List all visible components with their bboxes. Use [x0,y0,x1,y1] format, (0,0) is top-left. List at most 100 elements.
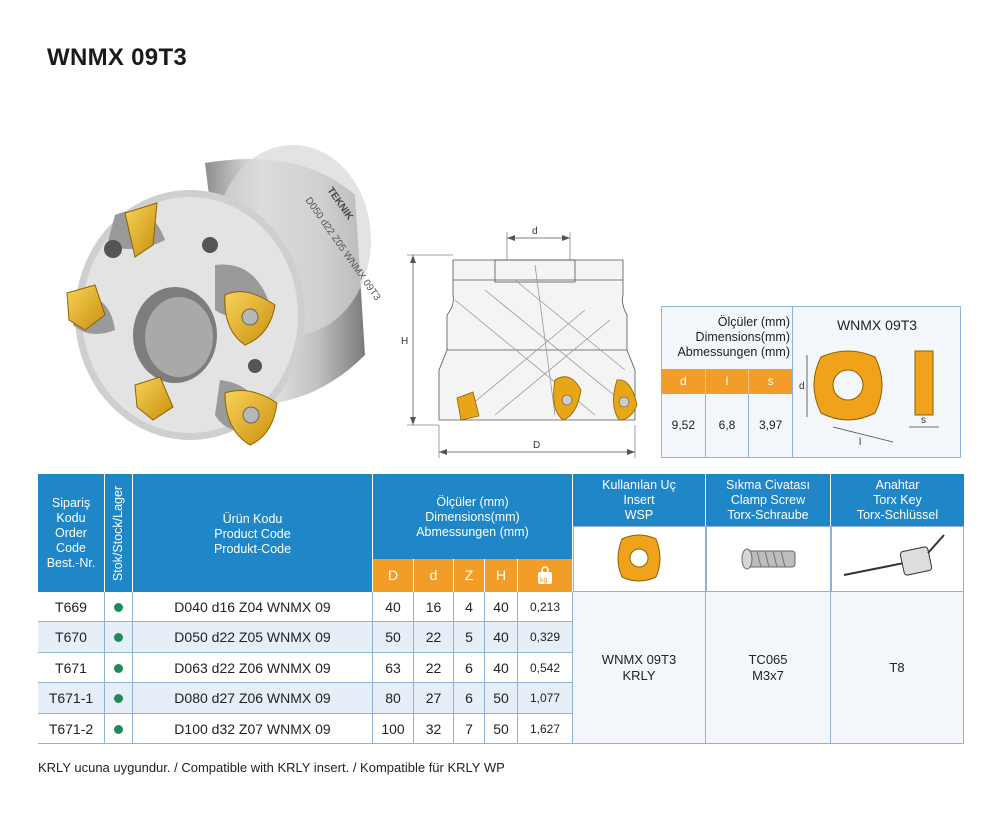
in-stock-dot-icon [114,694,123,704]
header-screw-line: Sıkma Civatası [725,478,811,492]
weight-icon: kg [538,566,552,585]
product-photo: D050 d22 Z05 WNMX 09T3 TEKNIK [66,145,383,446]
in-stock-dot-icon [114,663,123,673]
header-order-code-line: Best.-Nr. [46,556,96,570]
dimension-value-row: 9,52 6,8 3,97 [662,394,792,457]
dimension-header-tr: Ölçüler (mm) [717,315,790,329]
dim-col-l: l [706,369,750,394]
header-order-code-line: Kodu [56,511,86,525]
insert-dimension-box: Ölçüler (mm) Dimensions(mm) Abmessungen … [661,306,961,458]
header-insert-line: WSP [624,508,654,522]
header-insert-line: Insert [623,493,655,507]
drawing-label-D: D [533,440,540,451]
footnote: KRLY ucuna uygundur. / Compatible with K… [38,760,505,775]
in-stock-dot-icon [114,633,123,643]
header-order-code-line: Code [56,541,86,555]
insert-value-line: KRLY [622,667,656,683]
insert-label-d: d [799,381,805,392]
cell-z: 4 [454,592,485,623]
cell-z: 6 [454,683,485,714]
stock-indicator [105,622,133,653]
cell-order: T671 [38,652,105,684]
header-screw: Sıkma Civatası Clamp Screw Torx-Schraube [706,474,831,526]
header-insert: Kullanılan Uç Insert WSP [573,474,706,526]
dim-value-d: 9,52 [662,394,706,457]
dimension-header: Ölçüler (mm) Dimensions(mm) Abmessungen … [659,315,790,360]
stock-indicator [105,652,133,684]
dim-value-l: 6,8 [706,394,750,457]
cell-kg: 0,213 [518,592,573,623]
header-col-weight: kg [518,559,573,592]
insert-value-cell: WNMX 09T3 KRLY [573,592,706,744]
header-stock-text: Stok/Stock/Lager [111,485,126,581]
cell-z: 6 [454,652,485,684]
header-order-code: Sipariş Kodu Order Code Best.-Nr. [38,474,105,592]
insert-title: WNMX 09T3 [836,317,918,333]
stock-indicator [105,683,133,714]
cell-kg: 0,542 [518,652,573,684]
cell-h: 50 [485,683,518,714]
cell-h: 40 [485,652,518,684]
screw-image [706,526,831,592]
header-product-code-line: Ürün Kodu [222,512,283,526]
screw-value-line: M3x7 [752,667,784,683]
technical-drawing: d H D [401,226,638,458]
screw-value-cell: TC065 M3x7 [706,592,831,744]
dimension-column-headers: d l s [662,369,792,394]
header-product-code-line: Product Code [214,527,291,541]
cell-d: 100 [373,713,414,744]
stock-indicator [105,713,133,744]
cell-d: 63 [373,652,414,684]
drawing-label-H: H [401,336,408,347]
drawing-label-d: d [532,226,538,237]
cell-z: 5 [454,622,485,653]
header-order-code-line: Sipariş [51,496,91,510]
cell-order: T671-1 [38,683,105,714]
dim-col-s: s [767,374,774,388]
cell-h: 40 [485,622,518,653]
header-screw-line: Torx-Schraube [727,508,809,522]
cell-h: 40 [485,592,518,623]
cell-h: 50 [485,713,518,744]
cell-order: T670 [38,622,105,653]
cell-d: 16 [414,592,454,623]
torx-key-icon [843,534,945,576]
cell-product: D063 d22 Z06 WNMX 09 [133,652,373,684]
cell-order: T669 [38,592,105,623]
cell-d: 32 [414,713,454,744]
key-value-cell: T8 [831,592,964,744]
cell-d: 22 [414,652,454,684]
header-dimensions: Ölçüler (mm) Dimensions(mm) Abmessungen … [373,474,573,559]
stock-indicator [105,592,133,623]
cell-product: D080 d27 Z06 WNMX 09 [133,683,373,714]
cell-d: 80 [373,683,414,714]
cell-product: D050 d22 Z05 WNMX 09 [133,622,373,653]
header-order-code-line: Order [55,526,87,540]
insert-sketch-panel: WNMX 09T3 d l s [793,307,961,457]
in-stock-dot-icon [114,724,123,734]
header-dimensions-line: Abmessungen (mm) [416,525,529,539]
header-product-code: Ürün Kodu Product Code Produkt-Code [133,474,373,592]
page-title: WNMX 09T3 [47,44,188,71]
key-value: T8 [889,659,905,675]
cell-kg: 1,627 [518,713,573,744]
header-stock: Stok/Stock/Lager [105,474,133,592]
insert-sketch: d l s [799,350,939,448]
dim-col-d: d [662,369,706,394]
cell-d: 27 [414,683,454,714]
header-dimensions-line: Ölçüler (mm) [436,495,509,509]
dimension-header-en: Dimensions(mm) [695,330,790,344]
cell-order: T671-2 [38,713,105,744]
insert-label-l: l [859,437,861,448]
cell-product: D100 d32 Z07 WNMX 09 [133,713,373,744]
insert-label-s: s [921,415,926,426]
in-stock-dot-icon [114,603,123,612]
header-key-line: Torx Key [873,493,922,507]
dim-value-s: 3,97 [759,418,783,432]
cell-product: D040 d16 Z04 WNMX 09 [133,592,373,623]
header-col-D: D [373,559,414,592]
header-insert-line: Kullanılan Uç [602,478,676,492]
insert-icon [617,534,661,582]
header-screw-line: Clamp Screw [730,493,806,507]
cell-d: 40 [373,592,414,623]
